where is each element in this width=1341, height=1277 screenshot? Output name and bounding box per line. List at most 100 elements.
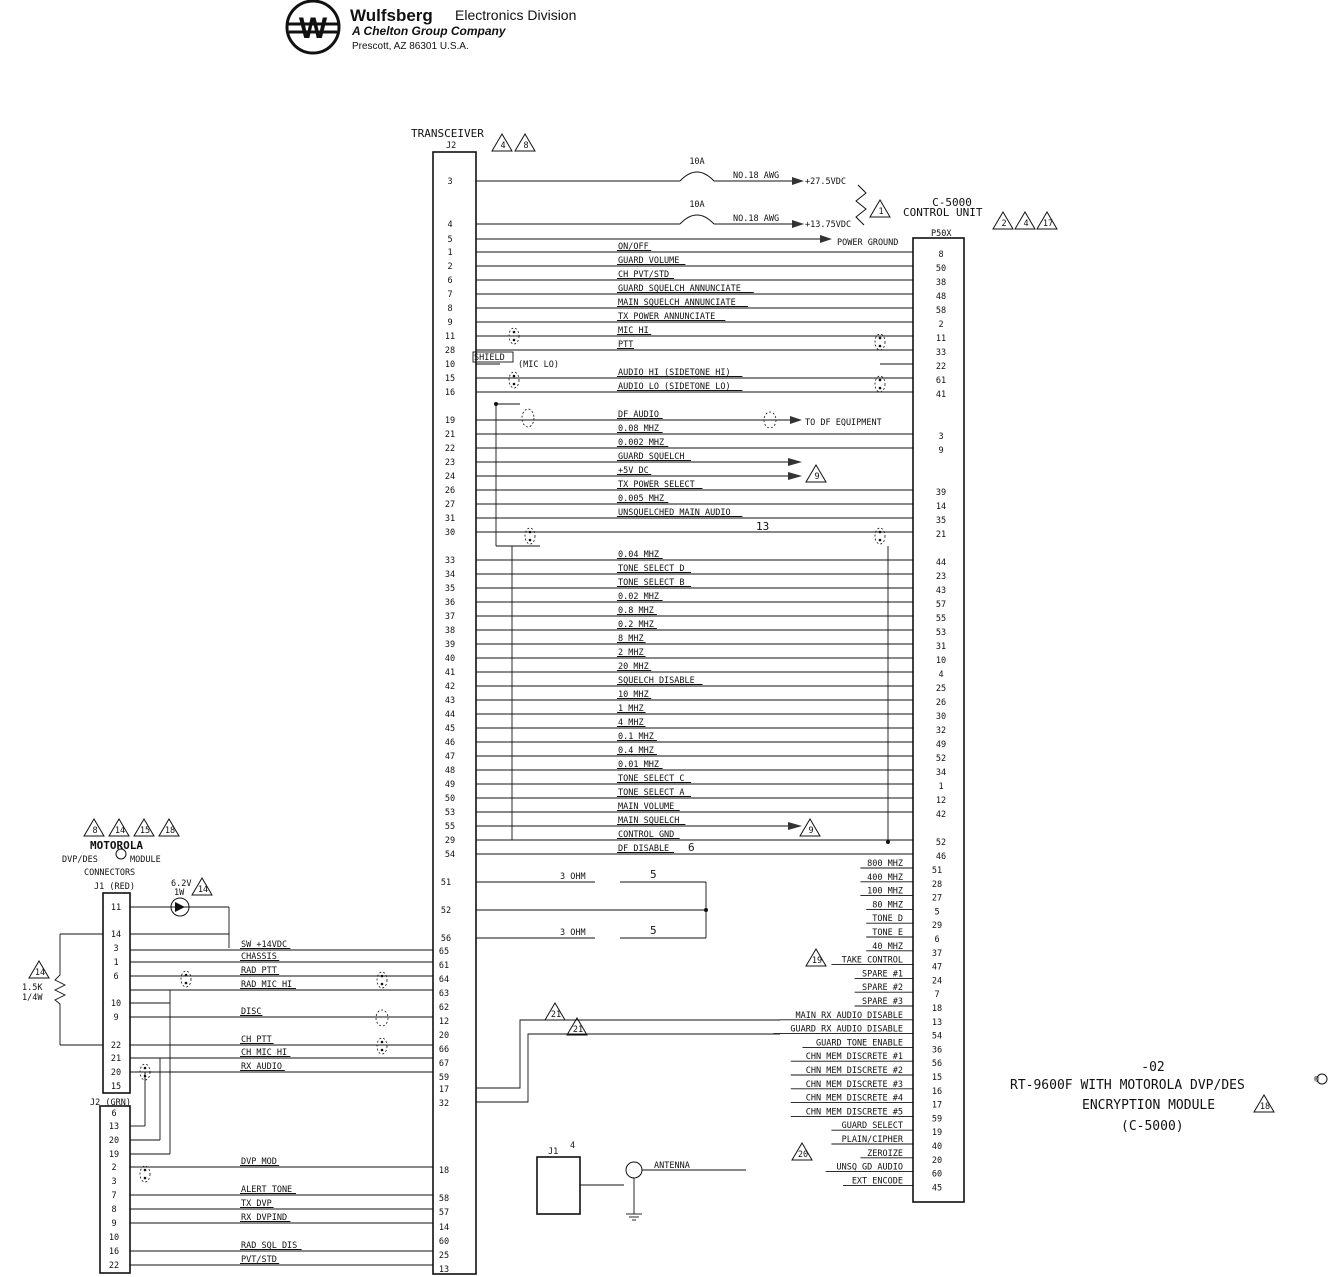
motorola-signal: RAD SQL DIS [130,1241,433,1252]
shield-label: SHIELD [474,353,505,363]
signal-label: TONE SELECT B [618,578,685,588]
motorola-signal: CH PTT [130,1035,433,1046]
p50-pin-number: 2 [938,320,943,330]
p50-pin-number: 13 [932,1018,942,1028]
j2-pin-number: 49 [445,780,455,790]
motorola-signal-label: PVT/STD [241,1255,277,1265]
antenna-conn-label: J1 [548,1147,558,1157]
p50-pin-number: 29 [932,921,942,931]
note-number: 20 [798,1150,808,1160]
p50-pin-number: 21 [936,530,946,540]
signal-line: TX POWER SELECT [476,480,913,491]
right-signal-label: PLAIN/CIPHER [842,1135,904,1145]
signal-label: TX POWER ANNUNCIATE [618,312,715,322]
p50-pin-number: 31 [936,642,946,652]
note-triangle: 14 [191,877,213,896]
p50-pin-number: 8 [938,250,943,260]
signal-line: MIC HI [476,326,913,337]
j2-pin-number: 54 [445,850,455,860]
brace-icon [855,184,867,226]
p50-pin-number: 30 [936,712,946,722]
j1-pin-number: 3 [113,944,118,954]
note-number: 14 [35,968,45,978]
right-signal-label: SPARE #1 [862,969,903,979]
right-signal: EXT ENCODE [843,1176,913,1186]
j2-pin-number: 46 [445,738,455,748]
j2-pin-number: 45 [445,724,455,734]
p50-pin-number: 34 [936,768,946,778]
resistor-label: 3 OHM [560,872,586,882]
zener-label2: 1W [174,888,185,898]
p50-pin-number: 58 [936,306,946,316]
j2-pin-number: 23 [445,458,455,468]
signal-line: 0.8 MHZ [476,606,913,617]
shield-icon [376,1037,388,1055]
p50-pin-number: 37 [932,949,942,959]
j2-pin-number: 24 [445,472,455,482]
signal-label: DF DISABLE [618,844,669,854]
signal-line: TONE SELECT C [476,774,913,785]
p50-pin-number: 41 [936,390,946,400]
p50-pin-number: 36 [932,1045,942,1055]
signal-line: AUDIO LO (SIDETONE LO) [476,382,913,393]
arrow-icon [820,235,832,243]
right-signal: TONE D [866,914,913,924]
j2m-pin-number: 22 [109,1261,119,1271]
motorola-title: MOTOROLA [90,839,143,852]
wire-gauge: NO.18 AWG [733,171,779,181]
signal-label: TONE SELECT C [618,774,685,784]
signal-line: MAIN VOLUME [476,802,913,813]
p50-pin-number: 7 [934,990,939,1000]
control-unit-label1: C-5000 [932,196,972,209]
p50-pin-number: 46 [936,852,946,862]
power-dest: +13.75VDC [805,220,851,230]
shield-icon [508,327,520,345]
motorola-signal-label: SW +14VDC [241,940,287,950]
note-number: 17 [1043,219,1053,229]
right-signal-label: SPARE #3 [862,997,903,1007]
note-triangle: 21 [544,1002,566,1021]
p50-pin-number: 18 [932,1004,942,1014]
p50-pin-number: 56 [932,1059,942,1069]
p50-pin-number: 16 [932,1087,942,1097]
p50-pin-number: 51 [932,866,942,876]
j2-pin-number: 50 [445,794,455,804]
note-triangle: 21 [566,1017,588,1036]
j2-pin-number: 36 [445,598,455,608]
signal-label: 0.002 MHZ [618,438,664,448]
arrow-icon [788,458,802,466]
j2-pin-number: 57 [439,1208,449,1218]
j2m-pin-number: 10 [109,1233,119,1243]
resistor-icon [53,934,67,1045]
mic-lo-label: (MIC LO) [518,360,559,370]
j2-pin-number: 9 [447,318,452,328]
arrow-icon [792,177,804,185]
note-triangle: 9 [799,818,821,837]
signal-label: AUDIO LO (SIDETONE LO) [618,382,731,392]
arrow-icon [792,220,804,228]
j1-pin-number: 10 [111,999,121,1009]
power-dest: +27.5VDC [805,177,846,187]
right-signal-label: 80 MHZ [872,900,903,910]
right-signal-label: CHN MEM DISCRETE #4 [806,1094,903,1104]
company-parent: A Chelton Group Company [351,24,507,38]
signal-label: DF AUDIO [618,410,659,420]
signal-line: TX POWER ANNUNCIATE [476,312,913,323]
note-triangle: 18 [158,818,180,837]
j2-pin-number: 28 [445,346,455,356]
j2-pin-number: 10 [445,360,455,370]
j2-pin-number: 26 [445,486,455,496]
right-signal-label: SPARE #2 [862,983,903,993]
note-number: 4 [500,141,505,151]
note-triangle: 18 [1253,1094,1275,1113]
right-signal-label: 400 MHZ [867,873,903,883]
p50-pin-number: 44 [936,558,946,568]
right-signal: TONE E [866,928,913,938]
j2-pin-number: 16 [445,388,455,398]
fuse-label: 10A [689,157,704,167]
right-signal: CHN MEM DISCRETE #5 [790,1107,913,1117]
right-signal: SPARE #3 [854,997,913,1007]
j2m-pin-number: 16 [109,1247,119,1257]
p50-pin-number: 38 [936,278,946,288]
